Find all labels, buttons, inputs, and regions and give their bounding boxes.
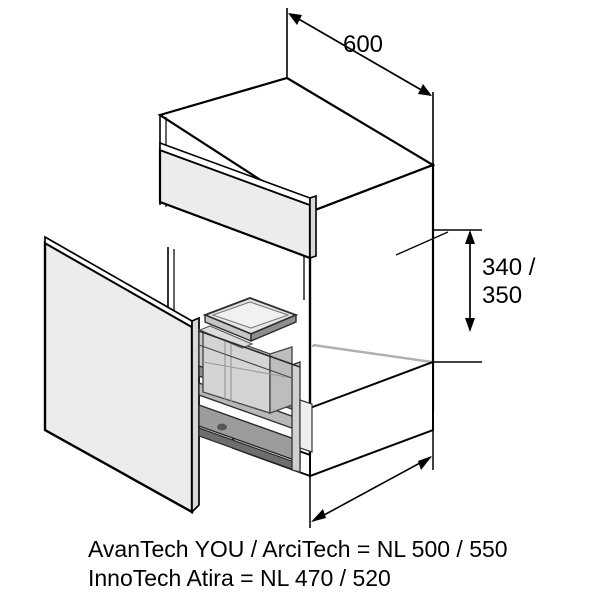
waste-bin-lid-recess bbox=[211, 301, 290, 329]
cabinet-opening-height-dimension: 340 / 350 bbox=[395, 229, 536, 363]
depth-arrow-right bbox=[418, 456, 432, 470]
top-drawer-right-return bbox=[309, 194, 317, 260]
width-dimension-line bbox=[289, 13, 431, 96]
carrier-link-mid bbox=[198, 344, 293, 379]
width-dimension-label: 600 bbox=[343, 31, 383, 58]
height-arrow-top bbox=[465, 230, 475, 244]
height-dimension-label-line2: 350 bbox=[482, 282, 522, 309]
caption-line-1: AvanTech YOU / ArciTech = NL 500 / 550 bbox=[88, 536, 508, 562]
height-arrow-bottom bbox=[465, 318, 475, 332]
width-arrow-right bbox=[418, 84, 432, 96]
carrier-link-top bbox=[198, 330, 301, 368]
height-leader-line bbox=[395, 231, 449, 256]
waste-bin-right-face bbox=[269, 346, 293, 414]
width-arrow-left bbox=[288, 13, 302, 25]
depth-dimension-line bbox=[312, 456, 432, 522]
drawer-bin-support-foot bbox=[217, 423, 227, 431]
cabinet-depth-dimension bbox=[309, 430, 434, 528]
caption-line-2: InnoTech Atira = NL 470 / 520 bbox=[88, 565, 391, 591]
top-drawer-panel bbox=[158, 141, 317, 260]
depth-arrow-left bbox=[311, 509, 326, 522]
cabinet-width-dimension: 600 bbox=[286, 8, 434, 165]
waste-bin-lid-right-rim bbox=[250, 313, 297, 343]
drawer-frame-rear-post bbox=[291, 361, 301, 473]
drawer-front-panel bbox=[43, 235, 200, 515]
cabinet-interior-reference-line bbox=[312, 343, 433, 364]
drawer-front-right-edge bbox=[191, 316, 200, 515]
drawer-rear-bracket bbox=[299, 399, 313, 453]
waste-bin-lid bbox=[198, 297, 299, 349]
drawing-caption: AvanTech YOU / ArciTech = NL 500 / 550 I… bbox=[88, 536, 508, 591]
waste-bin-seam bbox=[202, 361, 293, 379]
drawer-carrier-link bbox=[198, 330, 301, 379]
height-dimension-label-line1: 340 / bbox=[482, 254, 536, 281]
